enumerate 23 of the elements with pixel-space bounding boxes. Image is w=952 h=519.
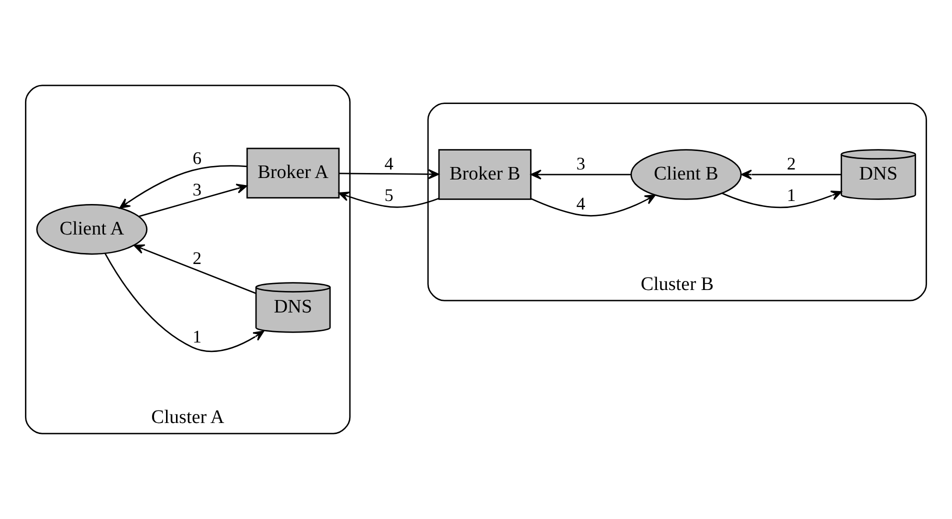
edge-label: 5	[384, 185, 394, 206]
edge-label: 1	[192, 326, 202, 346]
arrow	[134, 244, 256, 294]
arrow	[530, 170, 631, 180]
arrow	[338, 192, 439, 208]
arrow	[119, 165, 248, 209]
arrow	[339, 169, 440, 180]
edge-label: 4	[576, 193, 586, 214]
edge-label: 4	[384, 154, 394, 174]
node-ellipse: Client B	[630, 149, 742, 200]
edge-label: 3	[576, 154, 586, 174]
edge-label: 1	[786, 185, 796, 206]
arrow	[741, 170, 842, 180]
edge-label: 3	[192, 180, 202, 200]
edge-label: 2	[192, 248, 202, 268]
arrow	[104, 252, 264, 352]
arrow	[139, 184, 248, 217]
node-box: Broker B	[438, 149, 532, 200]
node-box: Broker A	[246, 148, 340, 198]
arrow	[722, 190, 842, 208]
edge-label: 2	[786, 154, 796, 174]
edge-label: 6	[192, 148, 202, 168]
arrow	[530, 194, 656, 216]
